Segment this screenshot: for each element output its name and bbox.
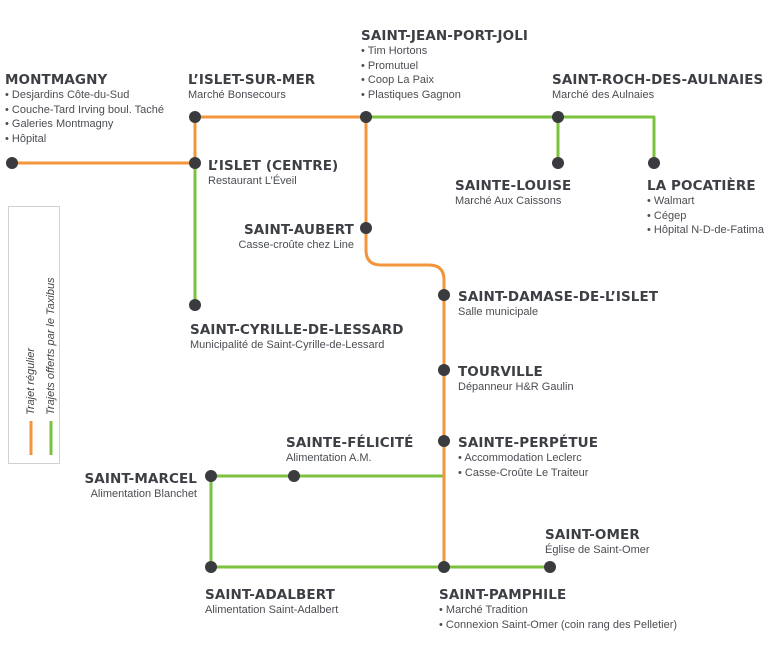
list-item: Tim Hortons	[361, 44, 528, 59]
list-item: Connexion Saint-Omer (coin rang des Pell…	[439, 618, 677, 633]
stop-places-list: Desjardins Côte-du-Sud Couche-Tard Irvin…	[5, 88, 164, 146]
list-item: Casse-Croûte Le Traiteur	[458, 466, 598, 481]
list-item: Coop La Paix	[361, 73, 528, 88]
stop-montmagny: MONTMAGNY Desjardins Côte-du-Sud Couche-…	[5, 72, 164, 146]
stop-saint-damase-de-lislet: SAINT-DAMASE-DE-L’ISLET Salle municipale	[458, 289, 658, 320]
stop-name: MONTMAGNY	[5, 72, 108, 88]
stop-name: SAINT-OMER	[545, 527, 640, 543]
stop-place: Restaurant L’Éveil	[208, 175, 297, 187]
stop-place: Église de Saint-Omer	[545, 544, 650, 556]
stop-dot-lislet-centre[interactable]	[189, 157, 201, 169]
stop-place: Salle municipale	[458, 306, 539, 318]
stop-place: Municipalité de Saint-Cyrille-de-Lessard	[190, 339, 385, 351]
stop-place: Marché des Aulnaies	[552, 89, 655, 101]
stop-dot-montmagny[interactable]	[6, 157, 18, 169]
stop-name: SAINT-CYRILLE-DE-LESSARD	[190, 322, 404, 338]
stop-name: LA POCATIÈRE	[647, 178, 756, 194]
stop-saint-jean-port-joli: SAINT-JEAN-PORT-JOLI Tim Hortons Promutu…	[361, 28, 528, 102]
stop-dot-saint-marcel[interactable]	[205, 470, 217, 482]
taxibus-route-saint-roch-la-pocatiere	[364, 115, 656, 165]
stop-place: Alimentation Saint-Adalbert	[205, 604, 339, 616]
stop-dot-saint-pamphile[interactable]	[438, 561, 450, 573]
stop-dot-saint-aubert[interactable]	[360, 222, 372, 234]
stop-saint-aubert: SAINT-AUBERT Casse-croûte chez Line	[200, 222, 354, 253]
regular-route-saint-pamphile	[364, 115, 446, 569]
stop-dot-saint-jean-port-joli[interactable]	[360, 111, 372, 123]
stop-places-list: Walmart Cégep Hôpital N-D-de-Fatima	[647, 194, 764, 238]
stop-place: Alimentation A.M.	[286, 452, 372, 464]
stop-places-list: Marché Tradition Connexion Saint-Omer (c…	[439, 603, 677, 632]
stop-name: SAINT-ADALBERT	[205, 587, 335, 603]
stop-place: Dépanneur H&R Gaulin	[458, 381, 574, 393]
list-item: Galeries Montmagny	[5, 117, 164, 132]
stop-saint-adalbert: SAINT-ADALBERT Alimentation Saint-Adalbe…	[205, 587, 338, 618]
stop-sainte-louise: SAINTE-LOUISE Marché Aux Caissons	[455, 178, 571, 209]
stop-name: SAINT-AUBERT	[243, 222, 354, 238]
stop-place: Casse-croûte chez Line	[238, 239, 354, 251]
stop-dot-saint-roch[interactable]	[552, 111, 564, 123]
list-item: Walmart	[647, 194, 764, 209]
stop-name: SAINT-PAMPHILE	[439, 587, 567, 603]
list-item: Marché Tradition	[439, 603, 677, 618]
stop-place: Alimentation Blanchet	[90, 488, 197, 500]
list-item: Plastiques Gagnon	[361, 88, 528, 103]
stop-name: L’ISLET (CENTRE)	[208, 158, 339, 174]
stop-dot-saint-omer[interactable]	[544, 561, 556, 573]
stop-saint-omer: SAINT-OMER Église de Saint-Omer	[545, 527, 650, 558]
stop-name: SAINTE-LOUISE	[455, 178, 572, 194]
list-item: Desjardins Côte-du-Sud	[5, 88, 164, 103]
stop-saint-roch-des-aulnaies: SAINT-ROCH-DES-AULNAIES Marché des Aulna…	[552, 72, 763, 103]
list-item: Promutuel	[361, 59, 528, 74]
list-item: Cégep	[647, 209, 764, 224]
stop-sainte-felicite: SAINTE-FÉLICITÉ Alimentation A.M.	[286, 435, 413, 466]
list-item: Couche-Tard Irving boul. Taché	[5, 103, 164, 118]
stop-name: SAINTE-FÉLICITÉ	[286, 435, 414, 451]
stop-dot-sainte-louise[interactable]	[552, 157, 564, 169]
stop-sainte-perpetue: SAINTE-PERPÉTUE Accommodation Leclerc Ca…	[458, 435, 598, 480]
stop-saint-pamphile: SAINT-PAMPHILE Marché Tradition Connexio…	[439, 587, 677, 632]
regular-route-lislet-sur-mer	[193, 115, 368, 165]
list-item: Hôpital N-D-de-Fatima	[647, 223, 764, 238]
stop-dot-sainte-perpetue[interactable]	[438, 435, 450, 447]
stop-dot-tourville[interactable]	[438, 364, 450, 376]
stop-lislet-centre: L’ISLET (CENTRE) Restaurant L’Éveil	[208, 158, 338, 189]
stop-dot-lislet-sur-mer[interactable]	[189, 111, 201, 123]
stop-dot-saint-damase[interactable]	[438, 289, 450, 301]
list-item: Hôpital	[5, 132, 164, 147]
stop-place: Marché Aux Caissons	[455, 195, 562, 207]
stop-places-list: Tim Hortons Promutuel Coop La Paix Plast…	[361, 44, 528, 102]
stop-la-pocatiere: LA POCATIÈRE Walmart Cégep Hôpital N-D-d…	[647, 178, 764, 238]
legend-swatches	[29, 421, 53, 455]
stop-saint-cyrille-de-lessard: SAINT-CYRILLE-DE-LESSARD Municipalité de…	[190, 322, 404, 353]
stop-name: SAINTE-PERPÉTUE	[458, 435, 599, 451]
list-item: Accommodation Leclerc	[458, 451, 598, 466]
stop-tourville: TOURVILLE Dépanneur H&R Gaulin	[458, 364, 574, 395]
stop-dot-sainte-felicite[interactable]	[288, 470, 300, 482]
stop-dot-saint-adalbert[interactable]	[205, 561, 217, 573]
taxibus-route-saint-marcel-loop	[209, 474, 446, 569]
stop-place: Marché Bonsecours	[188, 89, 286, 101]
stop-name: SAINT-JEAN-PORT-JOLI	[361, 28, 529, 44]
stop-name: SAINT-ROCH-DES-AULNAIES	[552, 72, 764, 88]
stop-name: SAINT-DAMASE-DE-L’ISLET	[458, 289, 659, 305]
stop-saint-marcel: SAINT-MARCEL Alimentation Blanchet	[60, 471, 197, 502]
stop-dot-saint-cyrille[interactable]	[189, 299, 201, 311]
stop-name: L’ISLET-SUR-MER	[188, 72, 316, 88]
stop-name: TOURVILLE	[458, 364, 543, 380]
stop-lislet-sur-mer: L’ISLET-SUR-MER Marché Bonsecours	[188, 72, 315, 103]
stop-dot-la-pocatiere[interactable]	[648, 157, 660, 169]
stop-places-list: Accommodation Leclerc Casse-Croûte Le Tr…	[458, 451, 598, 480]
map-legend: Trajet régulier Trajets offerts par le T…	[8, 206, 60, 464]
stop-name: SAINT-MARCEL	[84, 471, 197, 487]
